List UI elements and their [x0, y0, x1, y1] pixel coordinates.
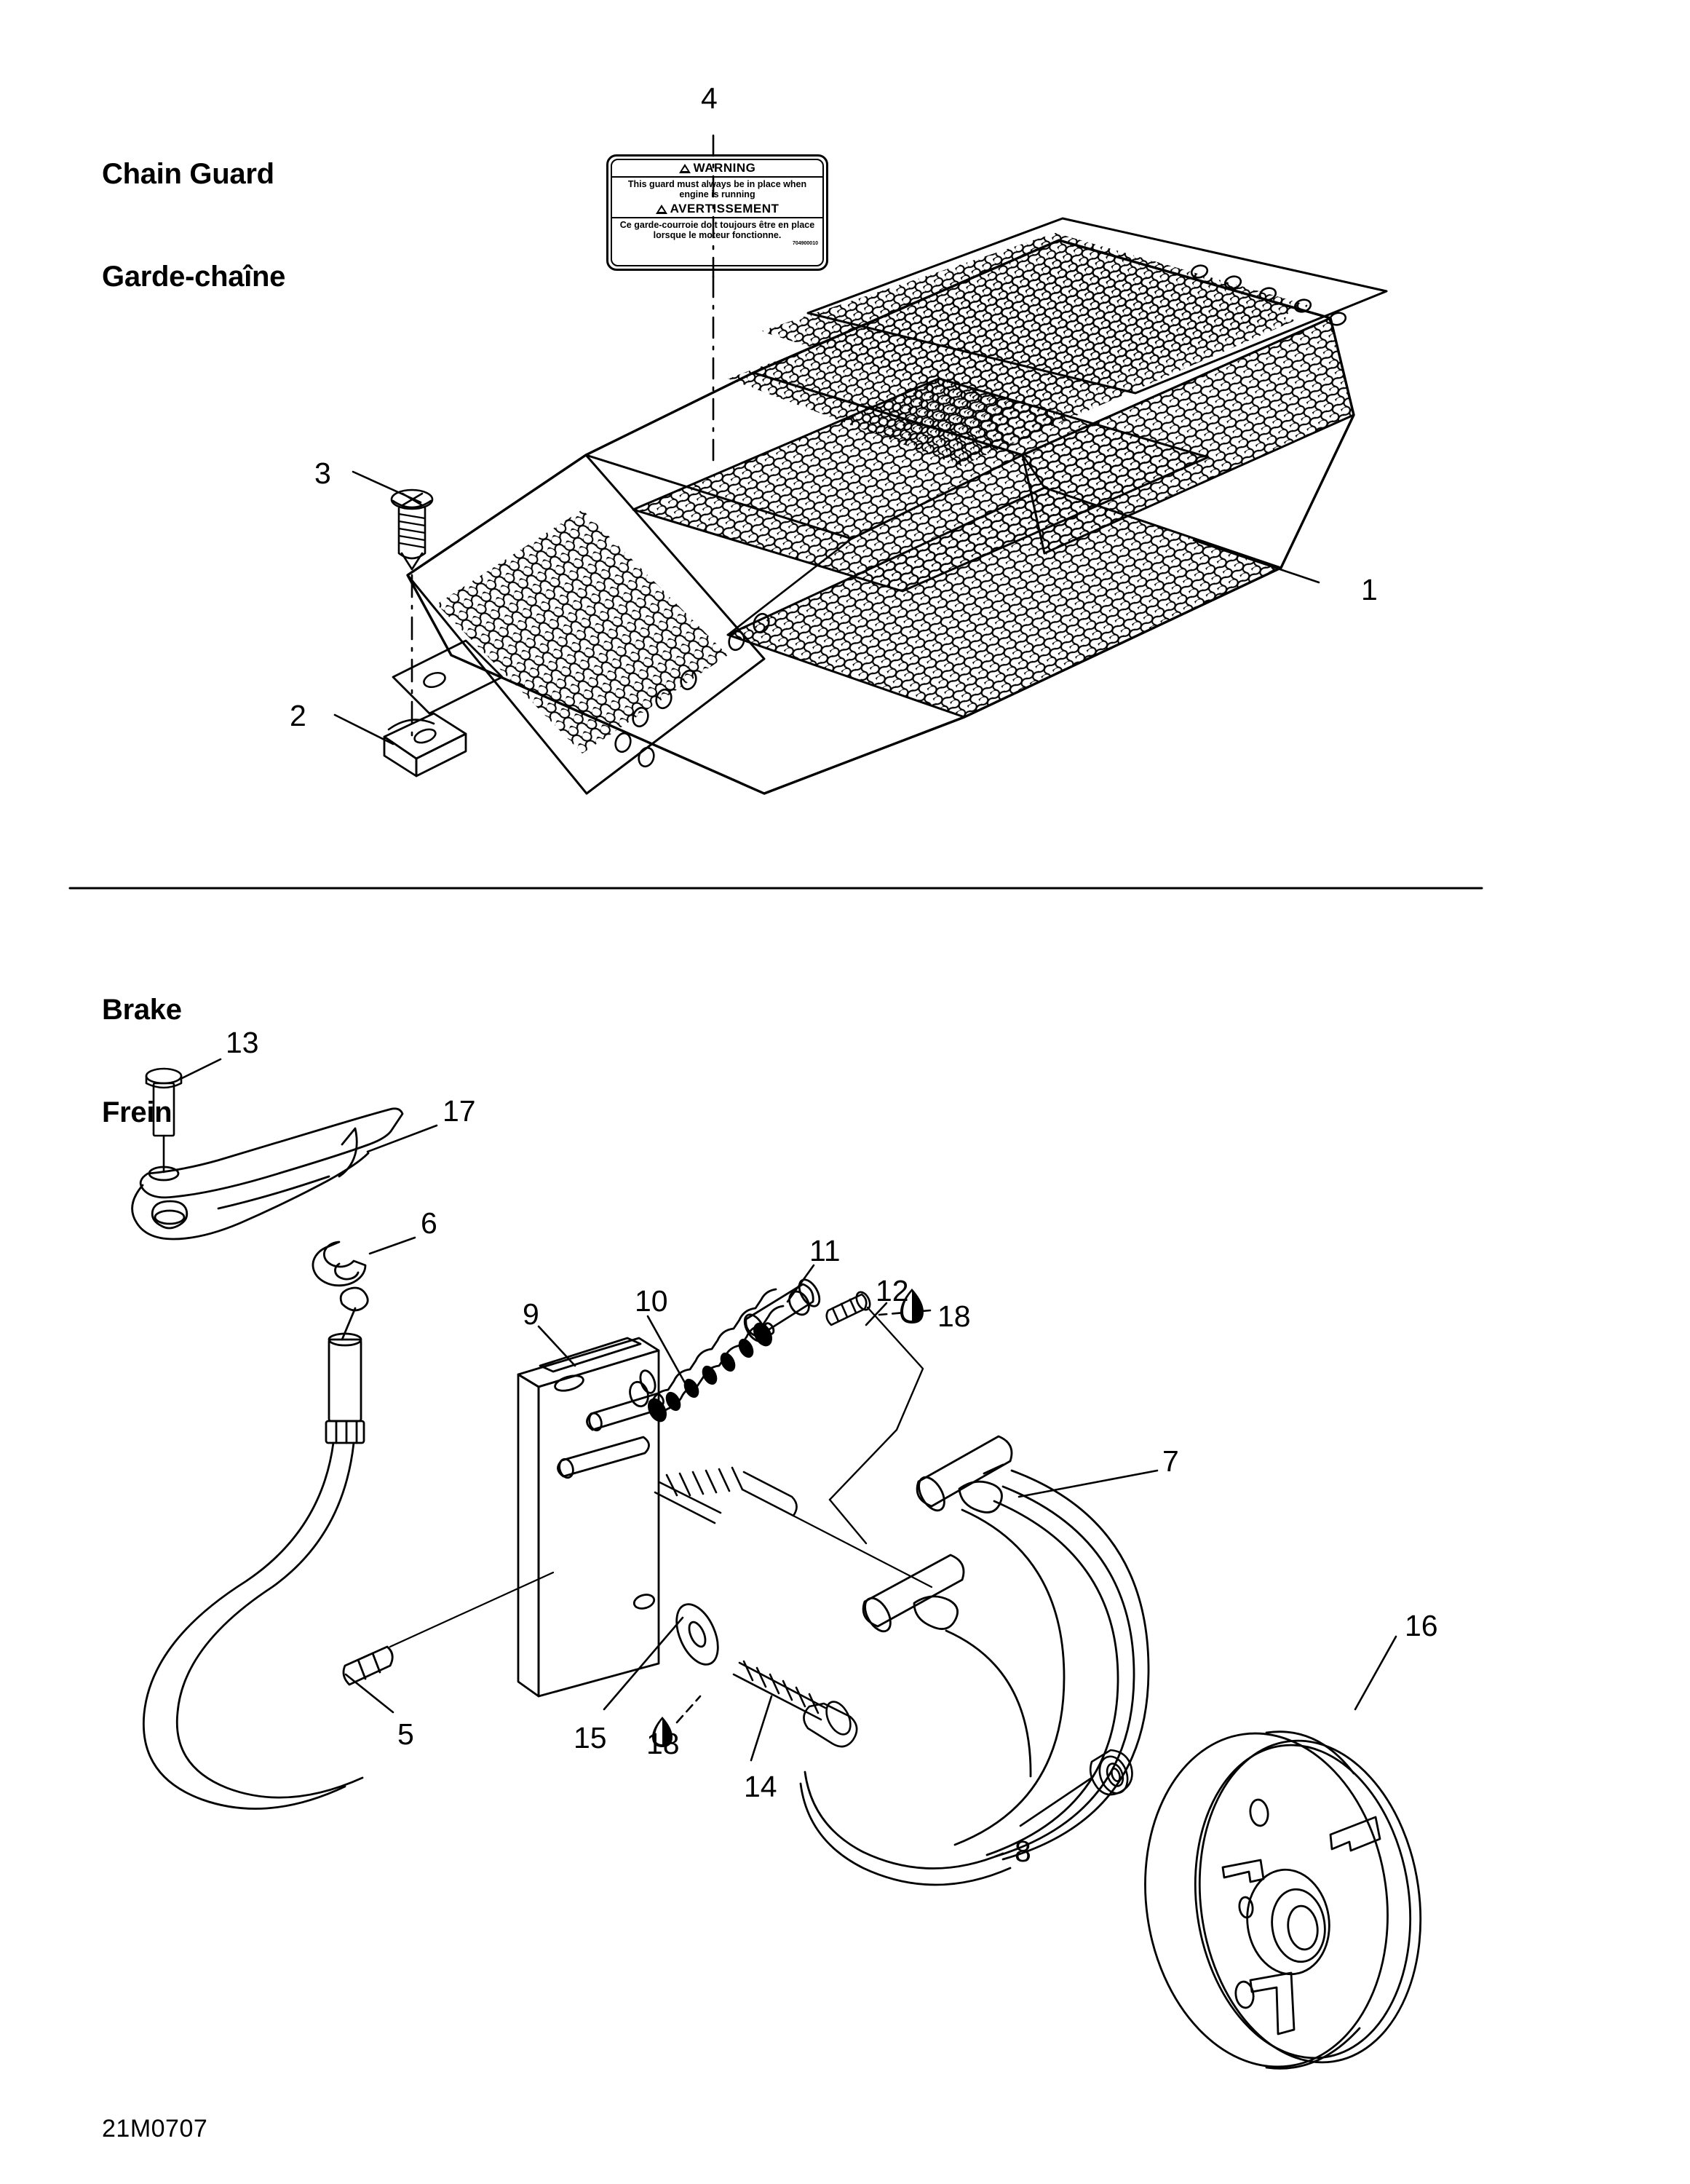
chain-guard-title-en: Chain Guard: [102, 158, 274, 190]
callout-12: 12: [876, 1274, 909, 1307]
warning-triangle-icon: [678, 163, 691, 173]
callout-18-lower: 18: [646, 1727, 680, 1760]
callout-16: 16: [1405, 1609, 1438, 1642]
callout-5: 5: [397, 1717, 414, 1751]
warning-word-en: WARNING: [693, 161, 756, 175]
callout-7: 7: [1162, 1444, 1179, 1478]
callout-8: 8: [1015, 1835, 1031, 1868]
callout-17: 17: [443, 1094, 476, 1128]
brake-title-en: Brake: [102, 994, 182, 1026]
warning-header-en: WARNING: [612, 160, 822, 178]
callout-14: 14: [744, 1770, 777, 1803]
warning-decal: WARNING This guard must always be in pla…: [606, 154, 828, 271]
callout-4: 4: [701, 82, 718, 115]
callout-1: 1: [1361, 573, 1378, 606]
decal-part-signature: 704900010: [792, 241, 818, 246]
warning-body-fr: Ce garde-courroie doit toujours être en …: [619, 220, 815, 240]
warning-body-en: This guard must always be in place when …: [627, 179, 807, 199]
callout-2: 2: [290, 699, 306, 732]
chain-guard-section-title: Chain Guard Garde-chaîne: [102, 89, 285, 363]
warning-word-fr: AVERTISSEMENT: [670, 202, 779, 215]
callout-3: 3: [314, 456, 331, 490]
callout-15: 15: [574, 1721, 607, 1754]
callout-9: 9: [523, 1297, 539, 1331]
warning-header-fr: AVERTISSEMENT: [612, 201, 822, 218]
callout-6: 6: [421, 1206, 437, 1240]
brake-section-title: Brake Frein: [102, 925, 182, 1198]
drawing-number: 21M0707: [102, 2115, 208, 2143]
callout-10: 10: [635, 1284, 668, 1318]
chain-guard-title-fr: Garde-chaîne: [102, 261, 286, 293]
warning-triangle-icon-fr: [655, 204, 667, 214]
callout-18-upper: 18: [937, 1299, 971, 1333]
callout-11: 11: [809, 1234, 841, 1267]
callout-13: 13: [226, 1026, 259, 1059]
brake-title-fr: Frein: [102, 1096, 172, 1128]
